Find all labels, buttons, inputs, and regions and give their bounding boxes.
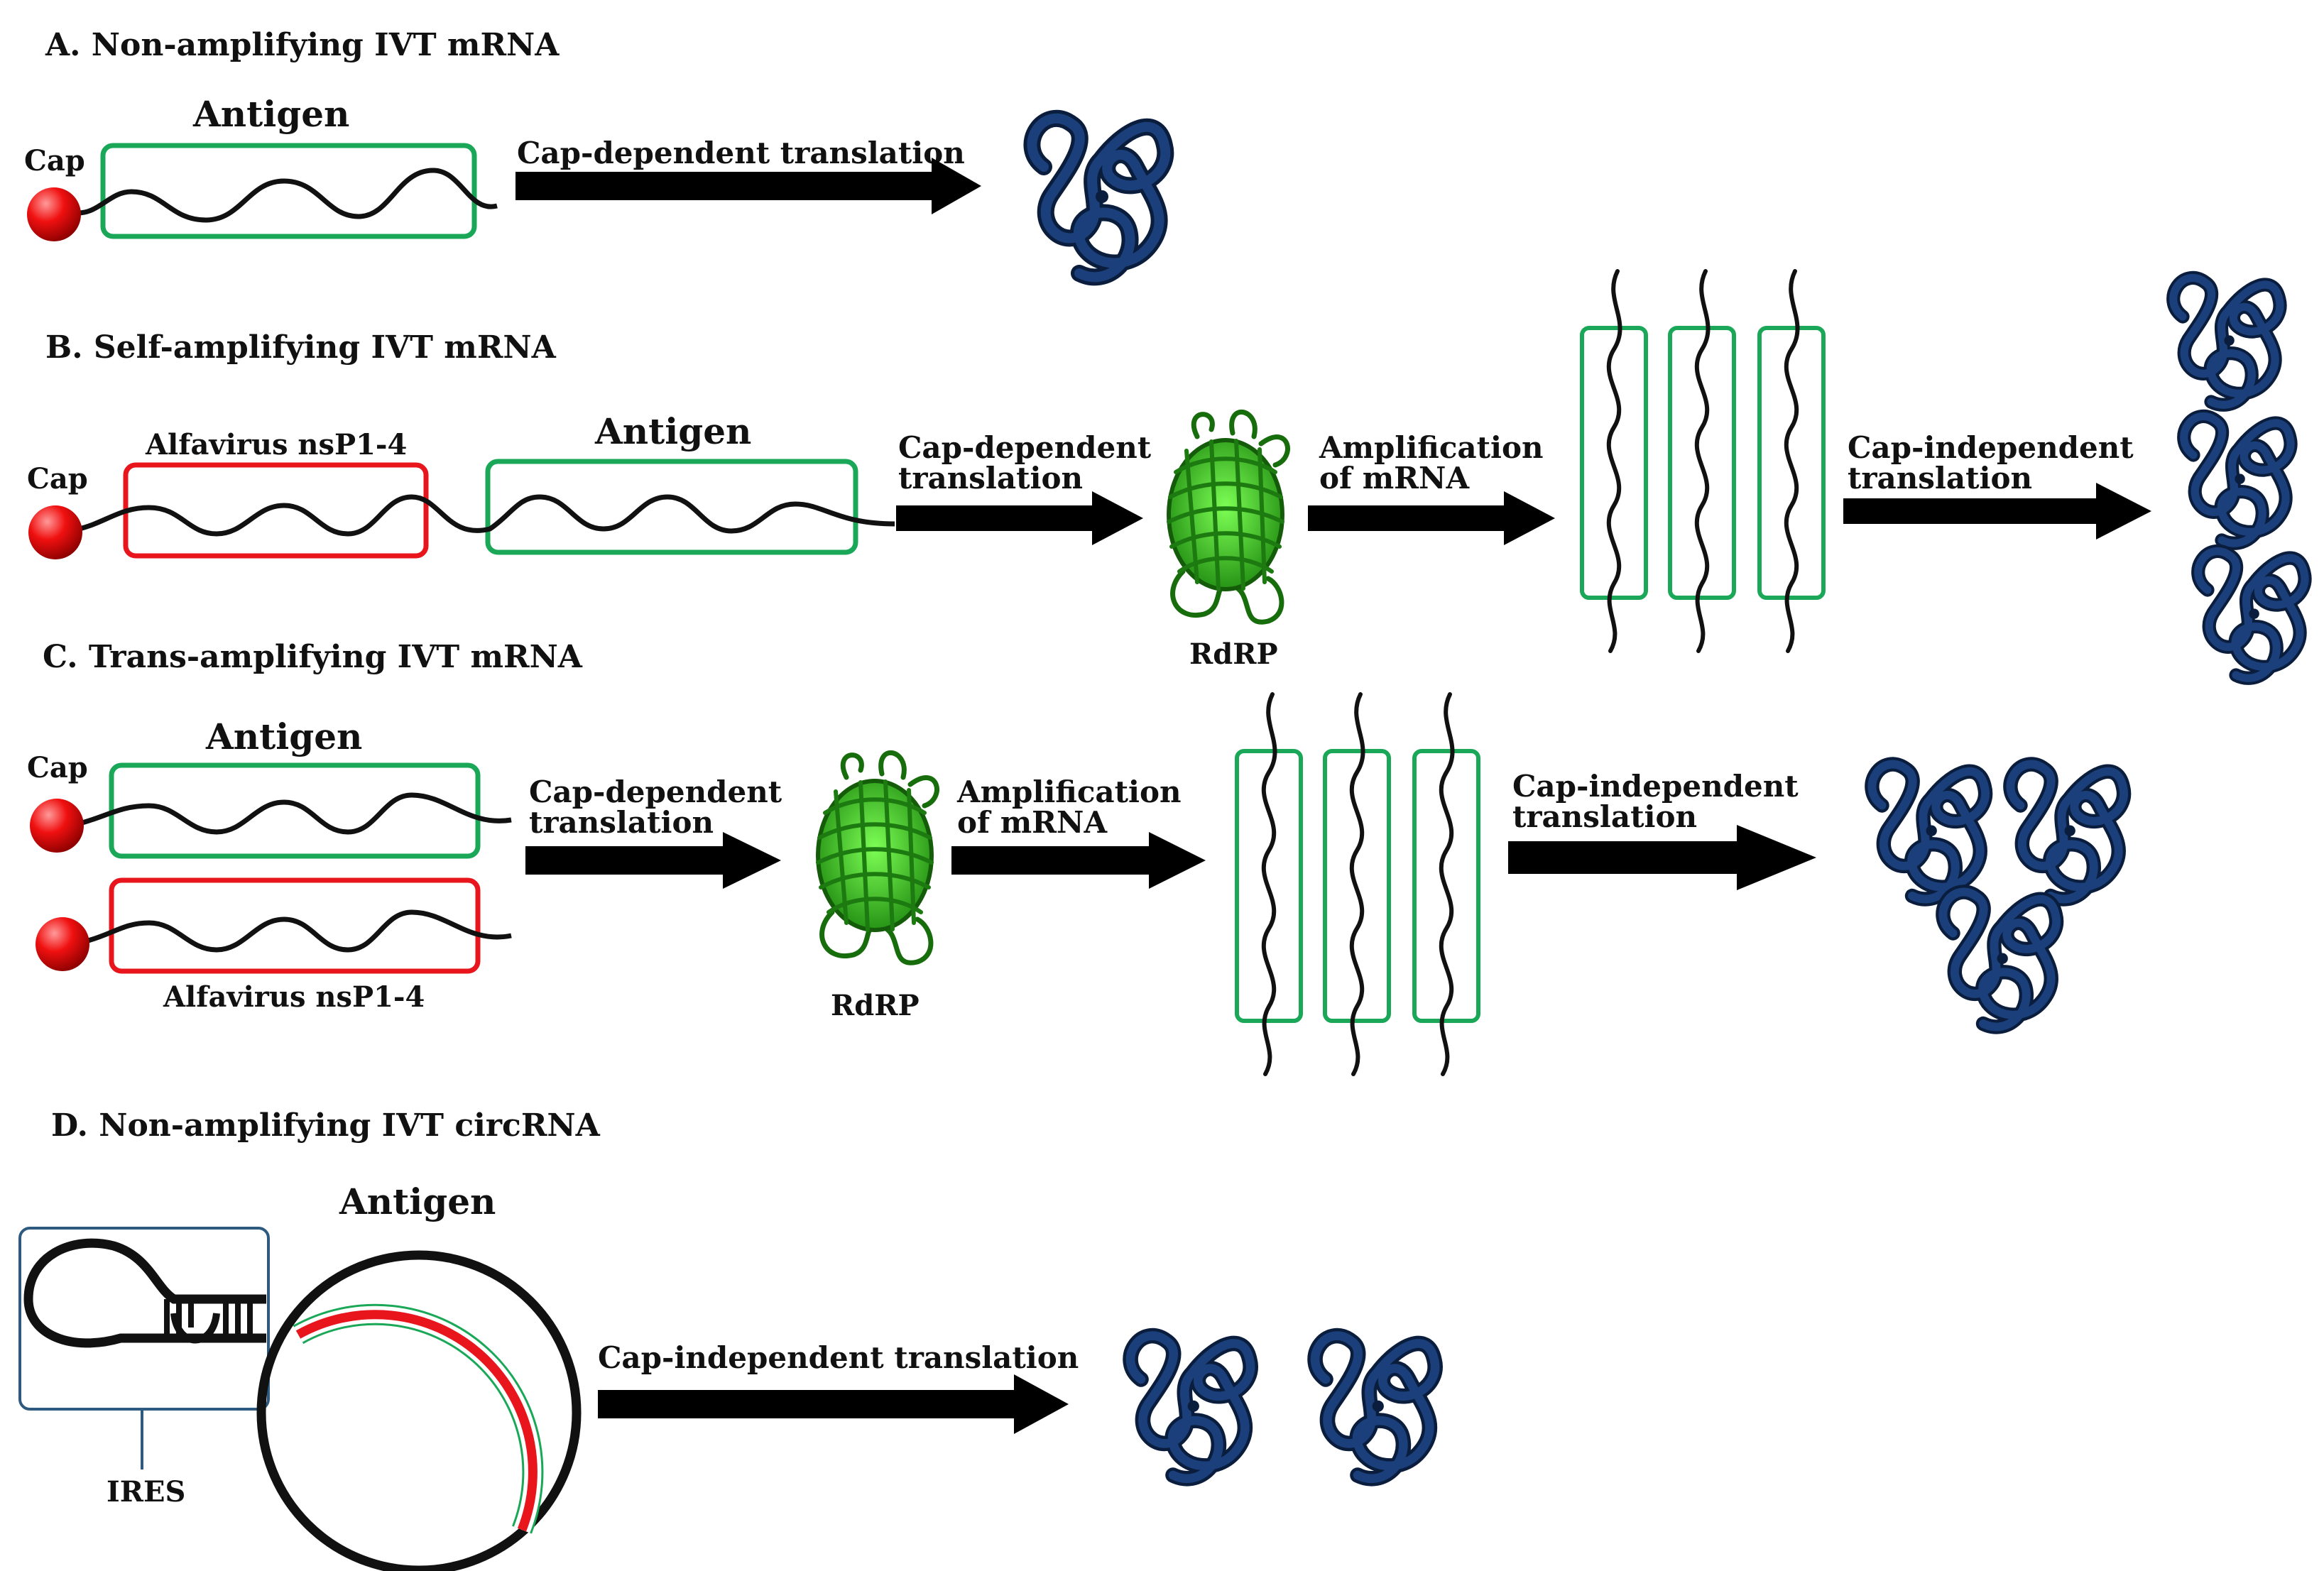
section-b-amplified-strand-2	[1670, 271, 1734, 651]
circrna-antigen-outline	[293, 1303, 544, 1534]
section-c-replicase-strand	[87, 909, 512, 953]
section-d-title: D. Non-amplifying IVT circRNA	[51, 1107, 601, 1144]
section-b-amplified-strand-3	[1760, 271, 1823, 651]
circrna-ring	[256, 1250, 582, 1571]
right-arrow-icon	[951, 832, 1206, 889]
section-a-step1-label: Cap-dependent translation	[517, 136, 965, 170]
section-b-cap-label: Cap	[27, 462, 88, 496]
section-c-antigen-strand	[79, 792, 512, 835]
section-c-antigen-label: Antigen	[205, 716, 362, 757]
section-a-title: A. Non-amplifying IVT mRNA	[45, 27, 560, 63]
section-b-step2-line1: Amplification	[1319, 430, 1544, 465]
cap-sphere-icon	[30, 799, 84, 853]
section-c-step1-line1: Cap-dependent	[529, 774, 782, 809]
right-arrow-icon	[896, 491, 1143, 545]
section-a-cap-label: Cap	[24, 144, 85, 177]
section-b-title: B. Self-amplifying IVT mRNA	[45, 329, 557, 366]
section-b-enzyme-label: RdRP	[1189, 637, 1278, 671]
section-c-amplified-strand-2	[1325, 694, 1389, 1074]
rdrp-enzyme-icon	[1169, 412, 1287, 622]
section-c-step3-line1: Cap-independent	[1512, 769, 1799, 804]
right-arrow-icon	[1508, 825, 1816, 890]
section-b-replicase-label: Alfavirus nsP1-4	[145, 428, 407, 461]
section-b-step1-line2: translation	[898, 461, 1083, 496]
protein-coil-icon	[1130, 1336, 1250, 1479]
protein-coil-icon	[1315, 1336, 1435, 1479]
protein-coil-icon	[2173, 278, 2280, 405]
section-c-amplified-strand-3	[1414, 694, 1478, 1074]
ires-label: IRES	[107, 1475, 185, 1509]
rdrp-enzyme-icon	[818, 752, 937, 963]
protein-coil-icon	[2198, 551, 2305, 678]
protein-coil-icon	[1032, 119, 1165, 277]
right-arrow-icon	[1843, 483, 2151, 540]
protein-coil-icon	[1943, 892, 2056, 1027]
section-b-antigen-label: Antigen	[594, 410, 751, 452]
section-b-step3-line1: Cap-independent	[1848, 430, 2134, 465]
protein-coil-icon	[2184, 416, 2291, 543]
section-c-amplified-strand-1	[1237, 694, 1301, 1074]
section-b-amplified-strand-1	[1582, 271, 1646, 651]
ires-hairpin-icon	[23, 1238, 266, 1348]
ires-box	[18, 1227, 270, 1411]
protein-coil-icon	[1872, 765, 1985, 899]
section-a-mrna-strand	[77, 168, 498, 223]
section-c-enzyme-label: RdRP	[831, 989, 920, 1022]
section-c-replicase-box	[109, 877, 481, 974]
right-arrow-icon	[515, 158, 981, 214]
section-c-step1-line2: translation	[529, 805, 714, 840]
section-d-antigen-label: Antigen	[339, 1181, 496, 1222]
section-c-title: C. Trans-amplifying IVT mRNA	[43, 639, 583, 675]
right-arrow-icon	[525, 832, 781, 889]
section-a-antigen-label: Antigen	[192, 93, 349, 135]
section-d-step1-label: Cap-independent translation	[598, 1340, 1079, 1375]
section-b-step1-line1: Cap-dependent	[898, 430, 1152, 465]
section-a-antigen-box	[100, 143, 477, 239]
cap-sphere-icon	[27, 187, 81, 241]
section-c-step2-line2: of mRNA	[957, 805, 1108, 840]
cap-sphere-icon	[36, 917, 89, 971]
section-b-antigen-box	[485, 459, 858, 555]
right-arrow-icon	[598, 1374, 1069, 1434]
section-c-replicase-label: Alfavirus nsP1-4	[163, 980, 425, 1014]
section-b-step2-line2: of mRNA	[1319, 461, 1470, 496]
circrna-antigen-segment	[295, 1310, 538, 1532]
protein-coil-icon	[2010, 765, 2124, 899]
right-arrow-icon	[1308, 491, 1555, 545]
section-b-step3-line2: translation	[1848, 461, 2032, 496]
section-c-step3-line2: translation	[1512, 799, 1697, 834]
cap-sphere-icon	[28, 505, 82, 559]
section-b-mrna-strand	[79, 494, 895, 537]
section-c-cap-label: Cap	[27, 751, 88, 784]
section-c-step2-line1: Amplification	[956, 774, 1182, 809]
